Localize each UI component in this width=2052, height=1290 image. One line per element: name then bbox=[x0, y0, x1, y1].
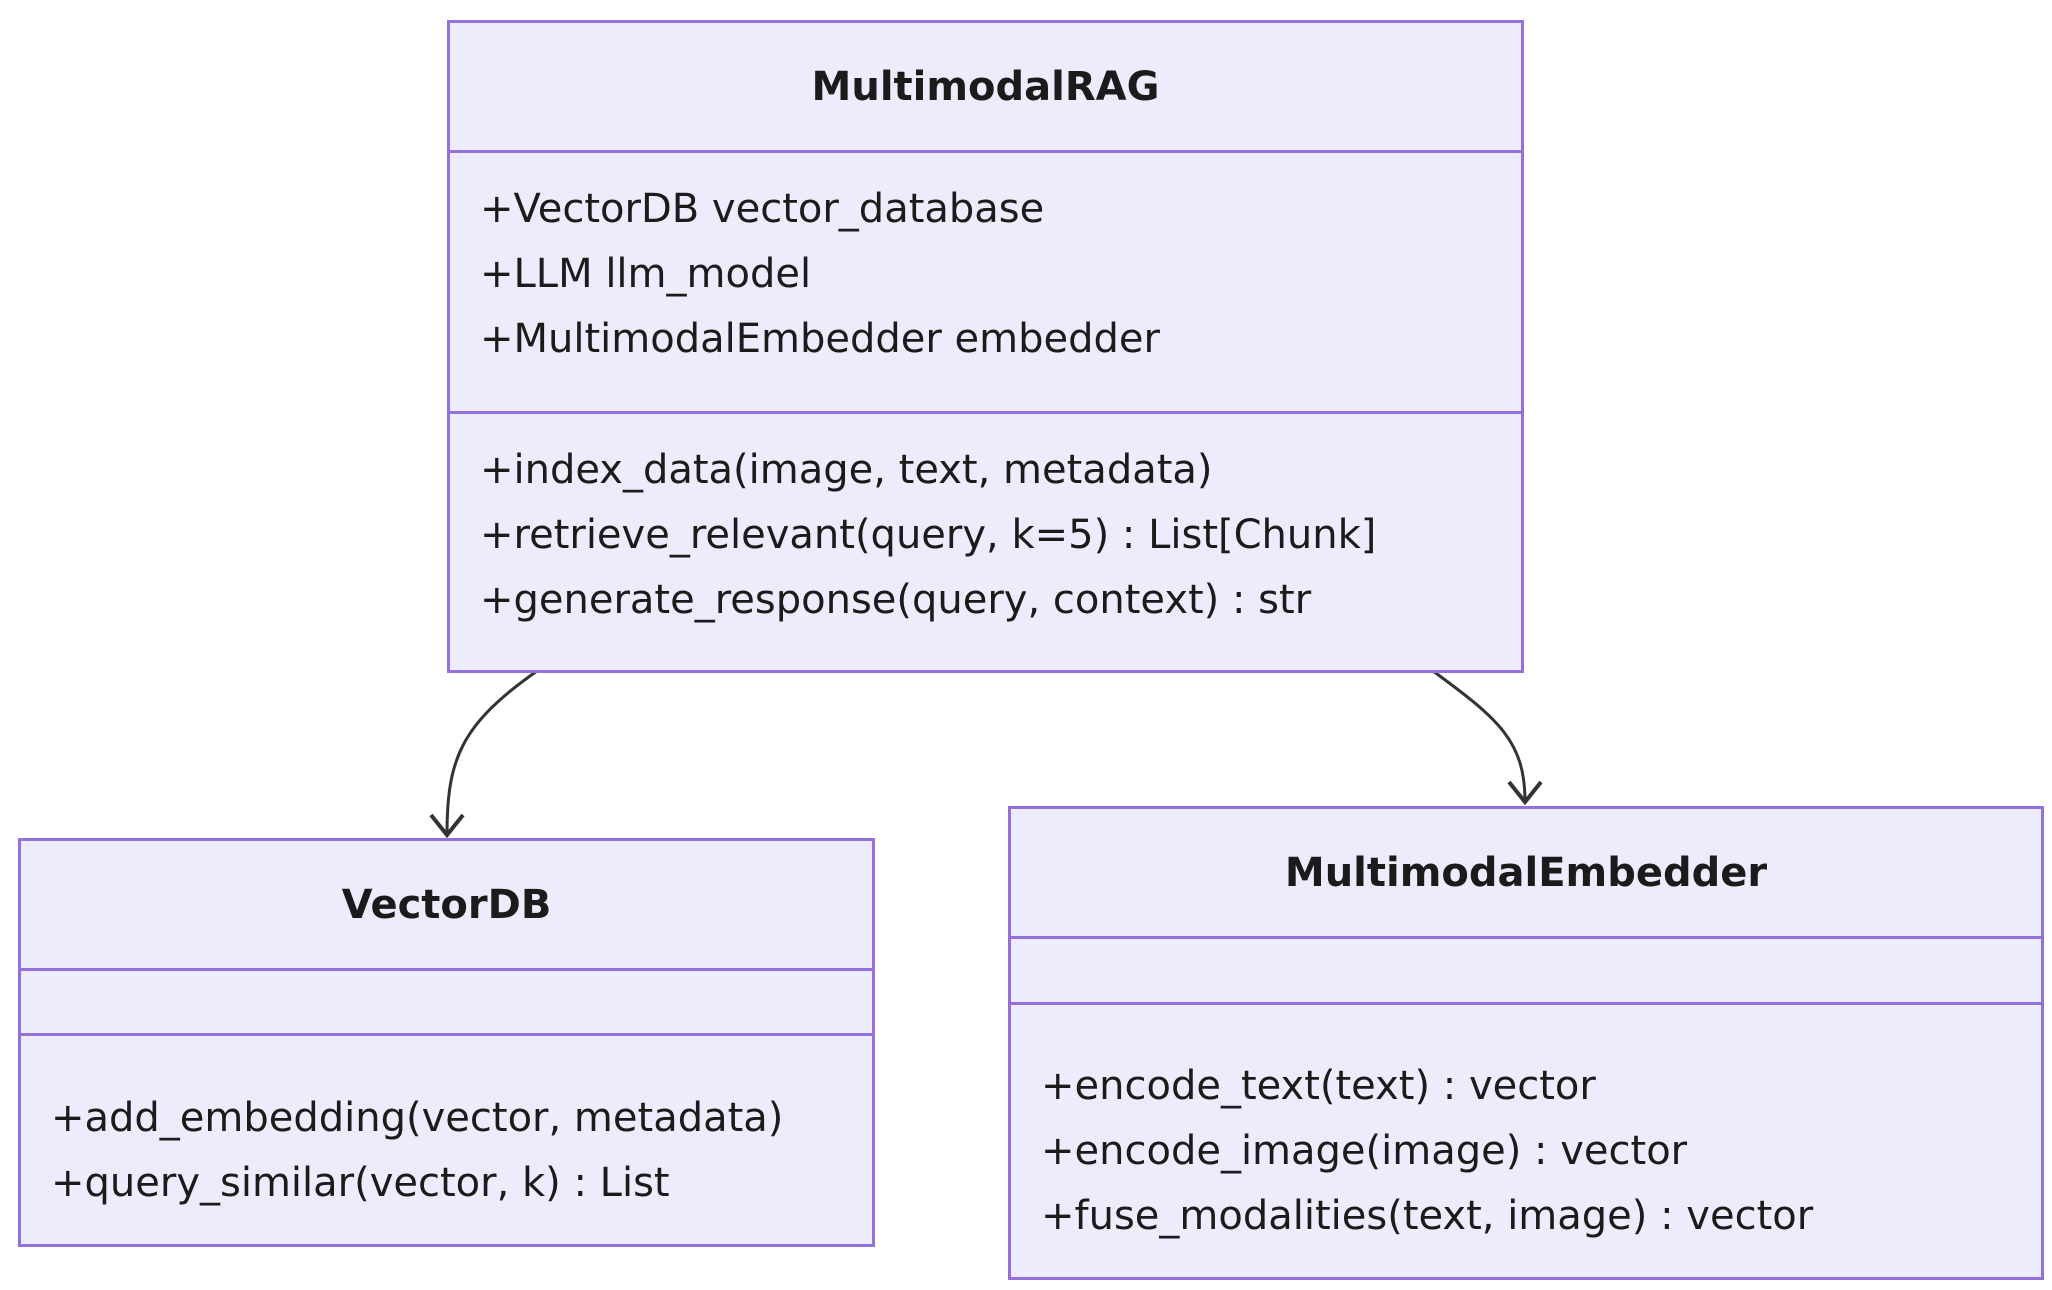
attribute-item: +LLM llm_model bbox=[480, 251, 812, 297]
method-item: +index_data(image, text, metadata) bbox=[480, 447, 1213, 493]
method-item: +retrieve_relevant(query, k=5) : List[Ch… bbox=[480, 512, 1377, 558]
class-divider bbox=[1011, 1002, 2041, 1005]
class-methods: +index_data(image, text, metadata) +retr… bbox=[450, 414, 1521, 673]
attribute-item: +VectorDB vector_database bbox=[480, 186, 1045, 232]
class-multimodalrag[interactable]: MultimodalRAG +VectorDB vector_database … bbox=[447, 20, 1524, 673]
class-divider bbox=[450, 150, 1521, 153]
class-attributes bbox=[21, 971, 872, 1033]
method-item: +fuse_modalities(text, image) : vector bbox=[1041, 1193, 1814, 1239]
method-item: +add_embedding(vector, metadata) bbox=[51, 1095, 784, 1141]
attribute-item: +MultimodalEmbedder embedder bbox=[480, 316, 1160, 362]
class-name: VectorDB bbox=[341, 881, 552, 928]
class-name: MultimodalEmbedder bbox=[1284, 849, 1768, 896]
class-divider bbox=[21, 1033, 872, 1036]
arrowhead-vectordb bbox=[429, 813, 465, 839]
edge-multimodalrag-to-multimodalembedder bbox=[1432, 669, 1527, 803]
class-name: MultimodalRAG bbox=[811, 63, 1160, 110]
edge-multimodalrag-to-vectordb bbox=[445, 669, 538, 836]
class-multimodalembedder[interactable]: MultimodalEmbedder +encode_text(text) : … bbox=[1008, 806, 2044, 1280]
class-attributes: +VectorDB vector_database +LLM llm_model… bbox=[450, 153, 1521, 411]
class-divider bbox=[21, 968, 872, 971]
method-item: +encode_image(image) : vector bbox=[1041, 1128, 1688, 1174]
method-item: +generate_response(query, context) : str bbox=[480, 577, 1312, 623]
class-methods: +encode_text(text) : vector +encode_imag… bbox=[1011, 1005, 2041, 1280]
method-item: +encode_text(text) : vector bbox=[1041, 1063, 1596, 1109]
class-attributes bbox=[1011, 939, 2041, 1002]
arrowhead-multimodalembedder bbox=[1507, 780, 1543, 806]
class-methods: +add_embedding(vector, metadata) +query_… bbox=[21, 1036, 872, 1247]
class-divider bbox=[450, 411, 1521, 414]
method-item: +query_similar(vector, k) : List bbox=[51, 1160, 670, 1206]
class-vectordb[interactable]: VectorDB +add_embedding(vector, metadata… bbox=[18, 838, 875, 1247]
class-divider bbox=[1011, 936, 2041, 939]
